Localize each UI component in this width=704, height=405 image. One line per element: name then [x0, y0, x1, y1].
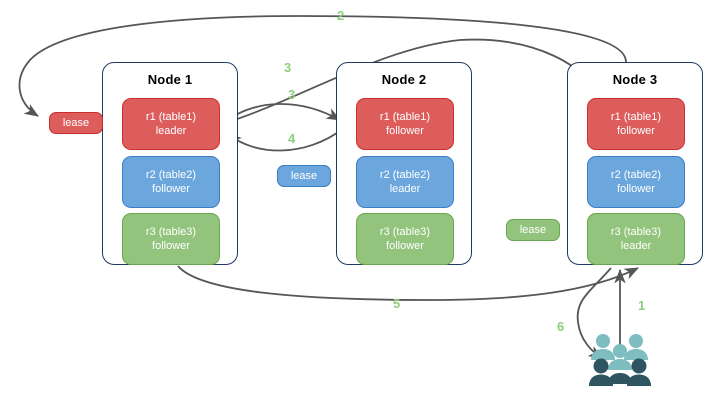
replica-role: follower: [152, 183, 190, 195]
replica-role: follower: [386, 240, 424, 252]
replica-r2[interactable]: r2 (table2) follower: [587, 156, 685, 208]
replica-name: r1 (table1): [610, 111, 662, 123]
edge-label-1: 1: [638, 298, 646, 313]
replica-r1[interactable]: r1 (table1) follower: [587, 98, 685, 150]
node-title: Node 2: [381, 72, 427, 87]
replica-role: leader: [389, 183, 421, 195]
replica-name: r3 (table3): [145, 226, 197, 238]
replica-role: follower: [617, 125, 655, 137]
edge-label-3-lower: 3: [288, 87, 296, 102]
edge-5-path: [177, 265, 639, 301]
edge-label-4: 4: [288, 131, 296, 146]
edge-4-path: [227, 127, 345, 152]
replica-r2[interactable]: r2 (table2) leader: [356, 156, 454, 208]
node-title: Node 3: [612, 72, 658, 87]
lease-label: lease: [519, 224, 547, 236]
replica-role: follower: [386, 125, 424, 137]
edge-label-6: 6: [557, 319, 565, 334]
users-icon: [586, 332, 656, 390]
replica-name: r2 (table2): [379, 169, 431, 181]
replica-r3[interactable]: r3 (table3) follower: [122, 213, 220, 265]
node-box-3[interactable]: Node 3 r1 (table1) follower r2 (table2) …: [567, 62, 703, 265]
lease-chip-blue[interactable]: lease: [277, 165, 331, 187]
node-box-1[interactable]: Node 1 r1 (table1) leader r2 (table2) fo…: [102, 62, 238, 265]
replica-role: leader: [620, 240, 652, 252]
replica-r3[interactable]: r3 (table3) leader: [587, 213, 685, 265]
replica-name: r3 (table3): [610, 226, 662, 238]
replica-r1[interactable]: r1 (table1) follower: [356, 98, 454, 150]
edge-label-5: 5: [393, 296, 401, 311]
lease-chip-green[interactable]: lease: [506, 219, 560, 241]
edge-label-3-upper: 3: [284, 60, 292, 75]
lease-label: lease: [62, 117, 90, 129]
lease-chip-red[interactable]: lease: [49, 112, 103, 134]
replica-name: r3 (table3): [379, 226, 431, 238]
replica-name: r2 (table2): [145, 169, 197, 181]
node-box-2[interactable]: Node 2 r1 (table1) follower r2 (table2) …: [336, 62, 472, 265]
replica-role: follower: [152, 240, 190, 252]
lease-label: lease: [290, 170, 318, 182]
edge-3-lower-path: [221, 103, 341, 125]
replica-r3[interactable]: r3 (table3) follower: [356, 213, 454, 265]
replica-r1[interactable]: r1 (table1) leader: [122, 98, 220, 150]
replica-name: r1 (table1): [379, 111, 431, 123]
replica-role: follower: [617, 183, 655, 195]
edge-label-2: 2: [337, 8, 345, 23]
replica-r2[interactable]: r2 (table2) follower: [122, 156, 220, 208]
replica-name: r2 (table2): [610, 169, 662, 181]
replica-role: leader: [155, 125, 187, 137]
replica-name: r1 (table1): [145, 111, 197, 123]
node-title: Node 1: [147, 72, 193, 87]
